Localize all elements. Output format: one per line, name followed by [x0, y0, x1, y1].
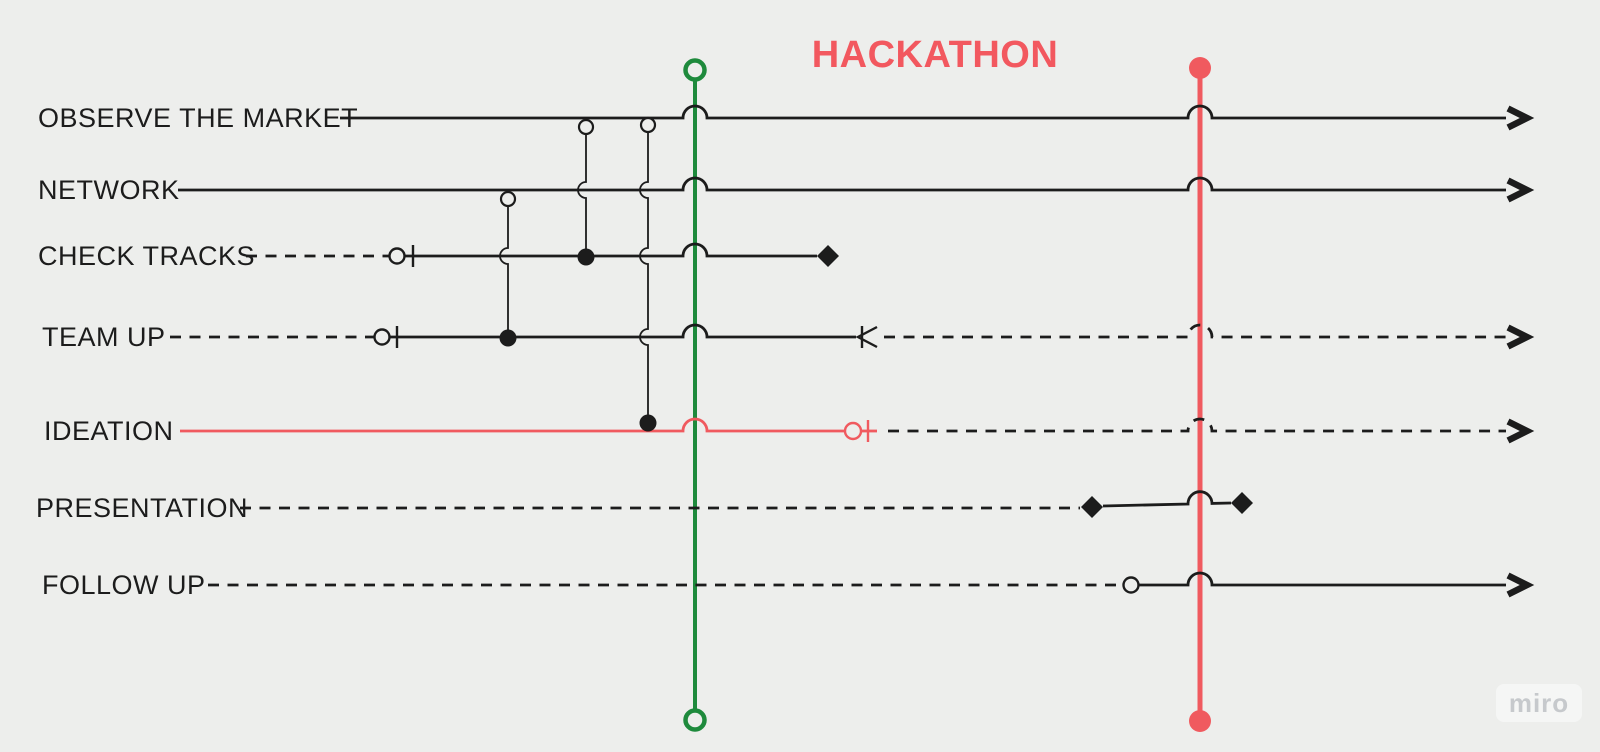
team-up-open-circle-icon — [373, 328, 391, 346]
hackathon-start-top-circle-icon — [683, 58, 707, 82]
ideation-open-circle-icon — [843, 421, 863, 441]
connector-observe-to-ideation-line — [639, 132, 649, 423]
row-presentation: PRESENTATION — [36, 490, 1253, 523]
timeline-ideation-dashed — [888, 417, 1506, 433]
follow-up-open-circle-icon — [1122, 576, 1140, 594]
label-observe-the-market: OBSERVE THE MARKET — [38, 103, 358, 133]
connector-observe-to-check-tracks-line — [577, 134, 587, 257]
row-check-tracks: CHECK TRACKS — [38, 241, 839, 271]
label-presentation: PRESENTATION — [36, 493, 248, 523]
timeline-team-up-dashed — [884, 323, 1506, 339]
timeline-check-tracks-solid — [404, 242, 817, 258]
row-ideation: IDEATION — [44, 416, 1535, 446]
connector-observe-to-ideation-open-circle-icon — [639, 116, 657, 134]
hackathon-start-bottom-circle-icon — [683, 708, 707, 732]
connector-observe-to-check-tracks-dot-icon — [577, 248, 595, 266]
timeline-observe-the-market-solid — [340, 104, 1506, 120]
ideation-arrowhead-icon — [1506, 418, 1535, 444]
label-follow-up: FOLLOW UP — [42, 570, 206, 600]
timeline-presentation-solid — [1102, 490, 1232, 508]
network-arrowhead-icon — [1506, 177, 1535, 203]
timeline-ideation-solid — [180, 417, 845, 433]
follow-up-arrowhead-icon — [1506, 572, 1535, 598]
presentation-diamond-icon — [1231, 492, 1253, 514]
label-network: NETWORK — [38, 175, 180, 205]
timeline-team-up-solid — [389, 323, 856, 339]
row-observe-the-market: OBSERVE THE MARKET — [38, 103, 1535, 133]
timeline-follow-up-solid — [1139, 571, 1506, 587]
team-up-arrowhead-icon — [1506, 324, 1535, 350]
connector-observe-to-ideation — [639, 116, 657, 432]
connector-observe-to-check-tracks-open-circle-icon — [577, 118, 595, 136]
label-team-up: TEAM UP — [42, 322, 166, 352]
row-network: NETWORK — [38, 175, 1535, 205]
connector-network-to-team-up — [499, 190, 517, 347]
timeline-network-solid — [178, 176, 1506, 192]
label-ideation: IDEATION — [44, 416, 174, 446]
check-tracks-open-circle-icon — [388, 247, 406, 265]
hackathon-end-bottom-dot-icon — [1189, 710, 1211, 732]
connector-observe-to-ideation-dot-icon — [639, 414, 657, 432]
row-follow-up: FOLLOW UP — [42, 570, 1535, 600]
connector-network-to-team-up-line — [499, 206, 509, 338]
check-tracks-diamond-icon — [817, 245, 839, 267]
label-check-tracks: CHECK TRACKS — [38, 241, 255, 271]
team-up-left-arrowhead-icon — [855, 325, 878, 349]
connector-network-to-team-up-open-circle-icon — [499, 190, 517, 208]
diagram-title: HACKATHON — [811, 34, 1059, 76]
connector-network-to-team-up-dot-icon — [499, 329, 517, 347]
milestone-hackathon-start — [683, 58, 707, 732]
connector-observe-to-check-tracks — [577, 118, 595, 266]
hackathon-end-top-dot-icon — [1189, 57, 1211, 79]
presentation-diamond-icon — [1081, 496, 1103, 518]
row-team-up: TEAM UP — [42, 322, 1535, 352]
observe-the-market-arrowhead-icon — [1506, 105, 1535, 131]
milestone-hackathon-end — [1189, 57, 1211, 732]
miro-watermark-badge[interactable]: miro — [1496, 684, 1582, 722]
